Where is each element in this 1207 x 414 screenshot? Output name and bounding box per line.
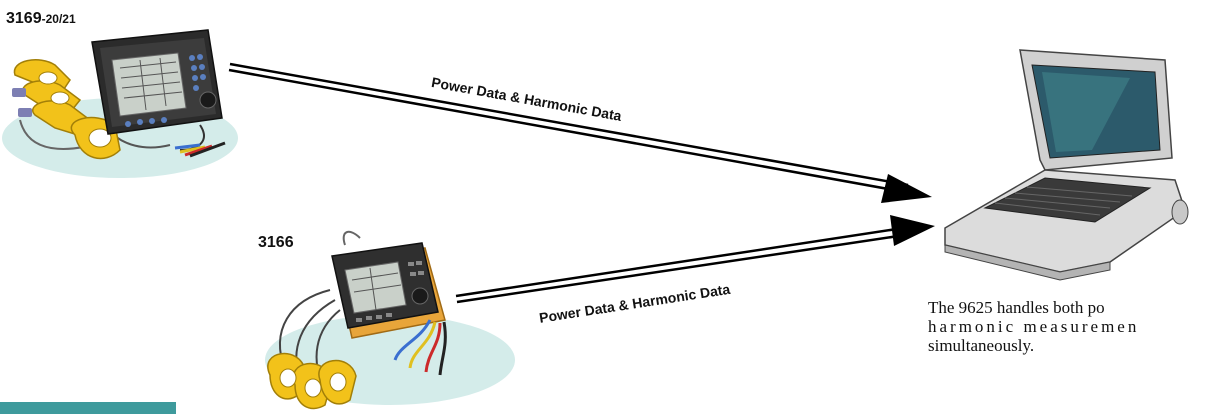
description-line-1: The 9625 handles both po [928,298,1105,317]
device-3166-label: 3166 [258,234,294,251]
description-line-3: simultaneously. [928,336,1035,355]
arrow-top [228,62,932,203]
description-text: The 9625 handles both po harmonic measur… [928,298,1207,355]
device-3169-illustration [2,29,238,178]
accent-bar [0,402,176,414]
device-3169-model: 3169 [6,10,42,27]
description-line-2: harmonic measuremen [928,317,1140,336]
device-3169-label: 3169-20/21 [6,10,76,28]
laptop-illustration [944,49,1189,281]
device-3169-variant: -20/21 [41,12,76,26]
arrow-bottom [455,215,935,304]
device-3166-illustration [265,230,515,410]
